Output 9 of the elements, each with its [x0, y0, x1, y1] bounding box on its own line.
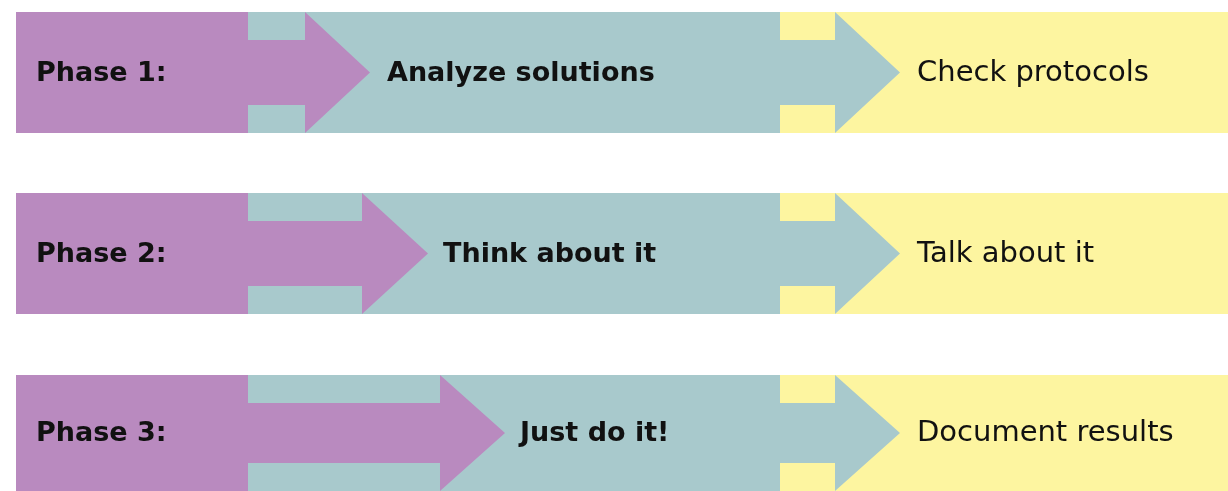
step-label: Document results [917, 417, 1174, 447]
phase-label: Phase 1: [36, 57, 167, 85]
step-label: Talk about it [917, 237, 1095, 267]
step-label: Think about it [443, 238, 657, 266]
phase-label: Phase 2: [36, 238, 167, 266]
phase-label: Phase 3: [36, 418, 167, 446]
step-label: Analyze solutions [387, 57, 655, 85]
step-label: Just do it! [520, 418, 670, 446]
step-label: Check protocols [917, 56, 1149, 86]
